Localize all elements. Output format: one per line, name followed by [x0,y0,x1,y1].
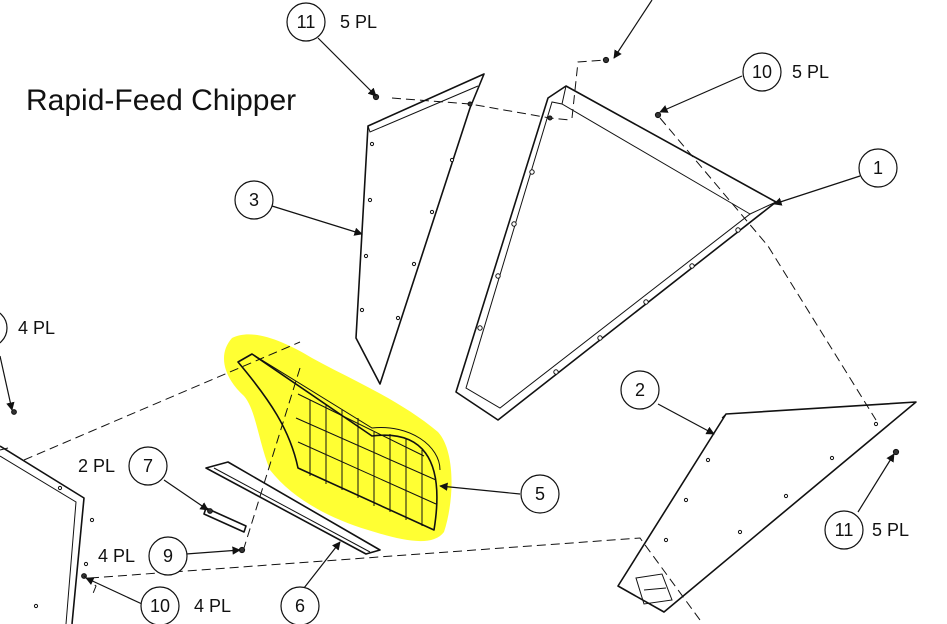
callout-5: 5 [520,474,560,514]
callout-11-top: 11 5 PL [286,2,377,42]
part-5-highlight [223,334,452,542]
callout-11-bottom: 11 5 PL [824,510,909,550]
callout-10-bottom: 10 4 PL [140,586,231,624]
callout-number: 11 [835,520,854,540]
callout-number: 2 [635,380,645,400]
part-7-bolt [203,507,247,533]
callout-quantity: 4 PL [194,596,231,616]
callout-quantity: 5 PL [792,62,829,82]
callout-number: 3 [249,190,259,210]
assembly-lines [23,59,877,621]
part-1-hopper-frame [455,56,777,421]
callout-number: 10 [752,62,772,82]
part-6-angle-bar [205,461,381,555]
callout-number: 9 [163,546,173,566]
part-5-screen [237,353,441,531]
callout-6: 6 [280,586,320,624]
callout-quantity: 5 PL [340,12,377,32]
part-9-nut [238,546,246,554]
callout-quantity: 4 PL [98,546,135,566]
part-2-lower-panel [617,401,917,613]
diagram-title: Rapid-Feed Chipper [26,84,297,117]
callout-number: 5 [535,484,545,504]
callout-number: 11 [297,12,316,32]
callout-number: 7 [143,456,153,476]
callout-10-top: 10 5 PL [742,52,829,92]
callout-3: 3 [234,180,274,220]
callout-number: 1 [873,158,883,178]
left-frame-fragment [0,409,97,624]
callout-number: 10 [150,596,170,616]
callout-9: 9 4 PL [98,536,188,576]
callout-leaders [0,0,895,605]
callout-quantity: 2 PL [78,456,115,476]
callout-number: 6 [295,596,305,616]
callout-4pl-left: 4 PL [0,312,55,344]
callout-quantity: 4 PL [18,318,55,338]
callout-2: 2 [620,370,660,410]
callout-quantity: 5 PL [872,520,909,540]
callout-7: 7 2 PL [78,446,168,486]
part-3-side-panel [355,73,485,385]
callout-1: 1 [858,148,898,188]
